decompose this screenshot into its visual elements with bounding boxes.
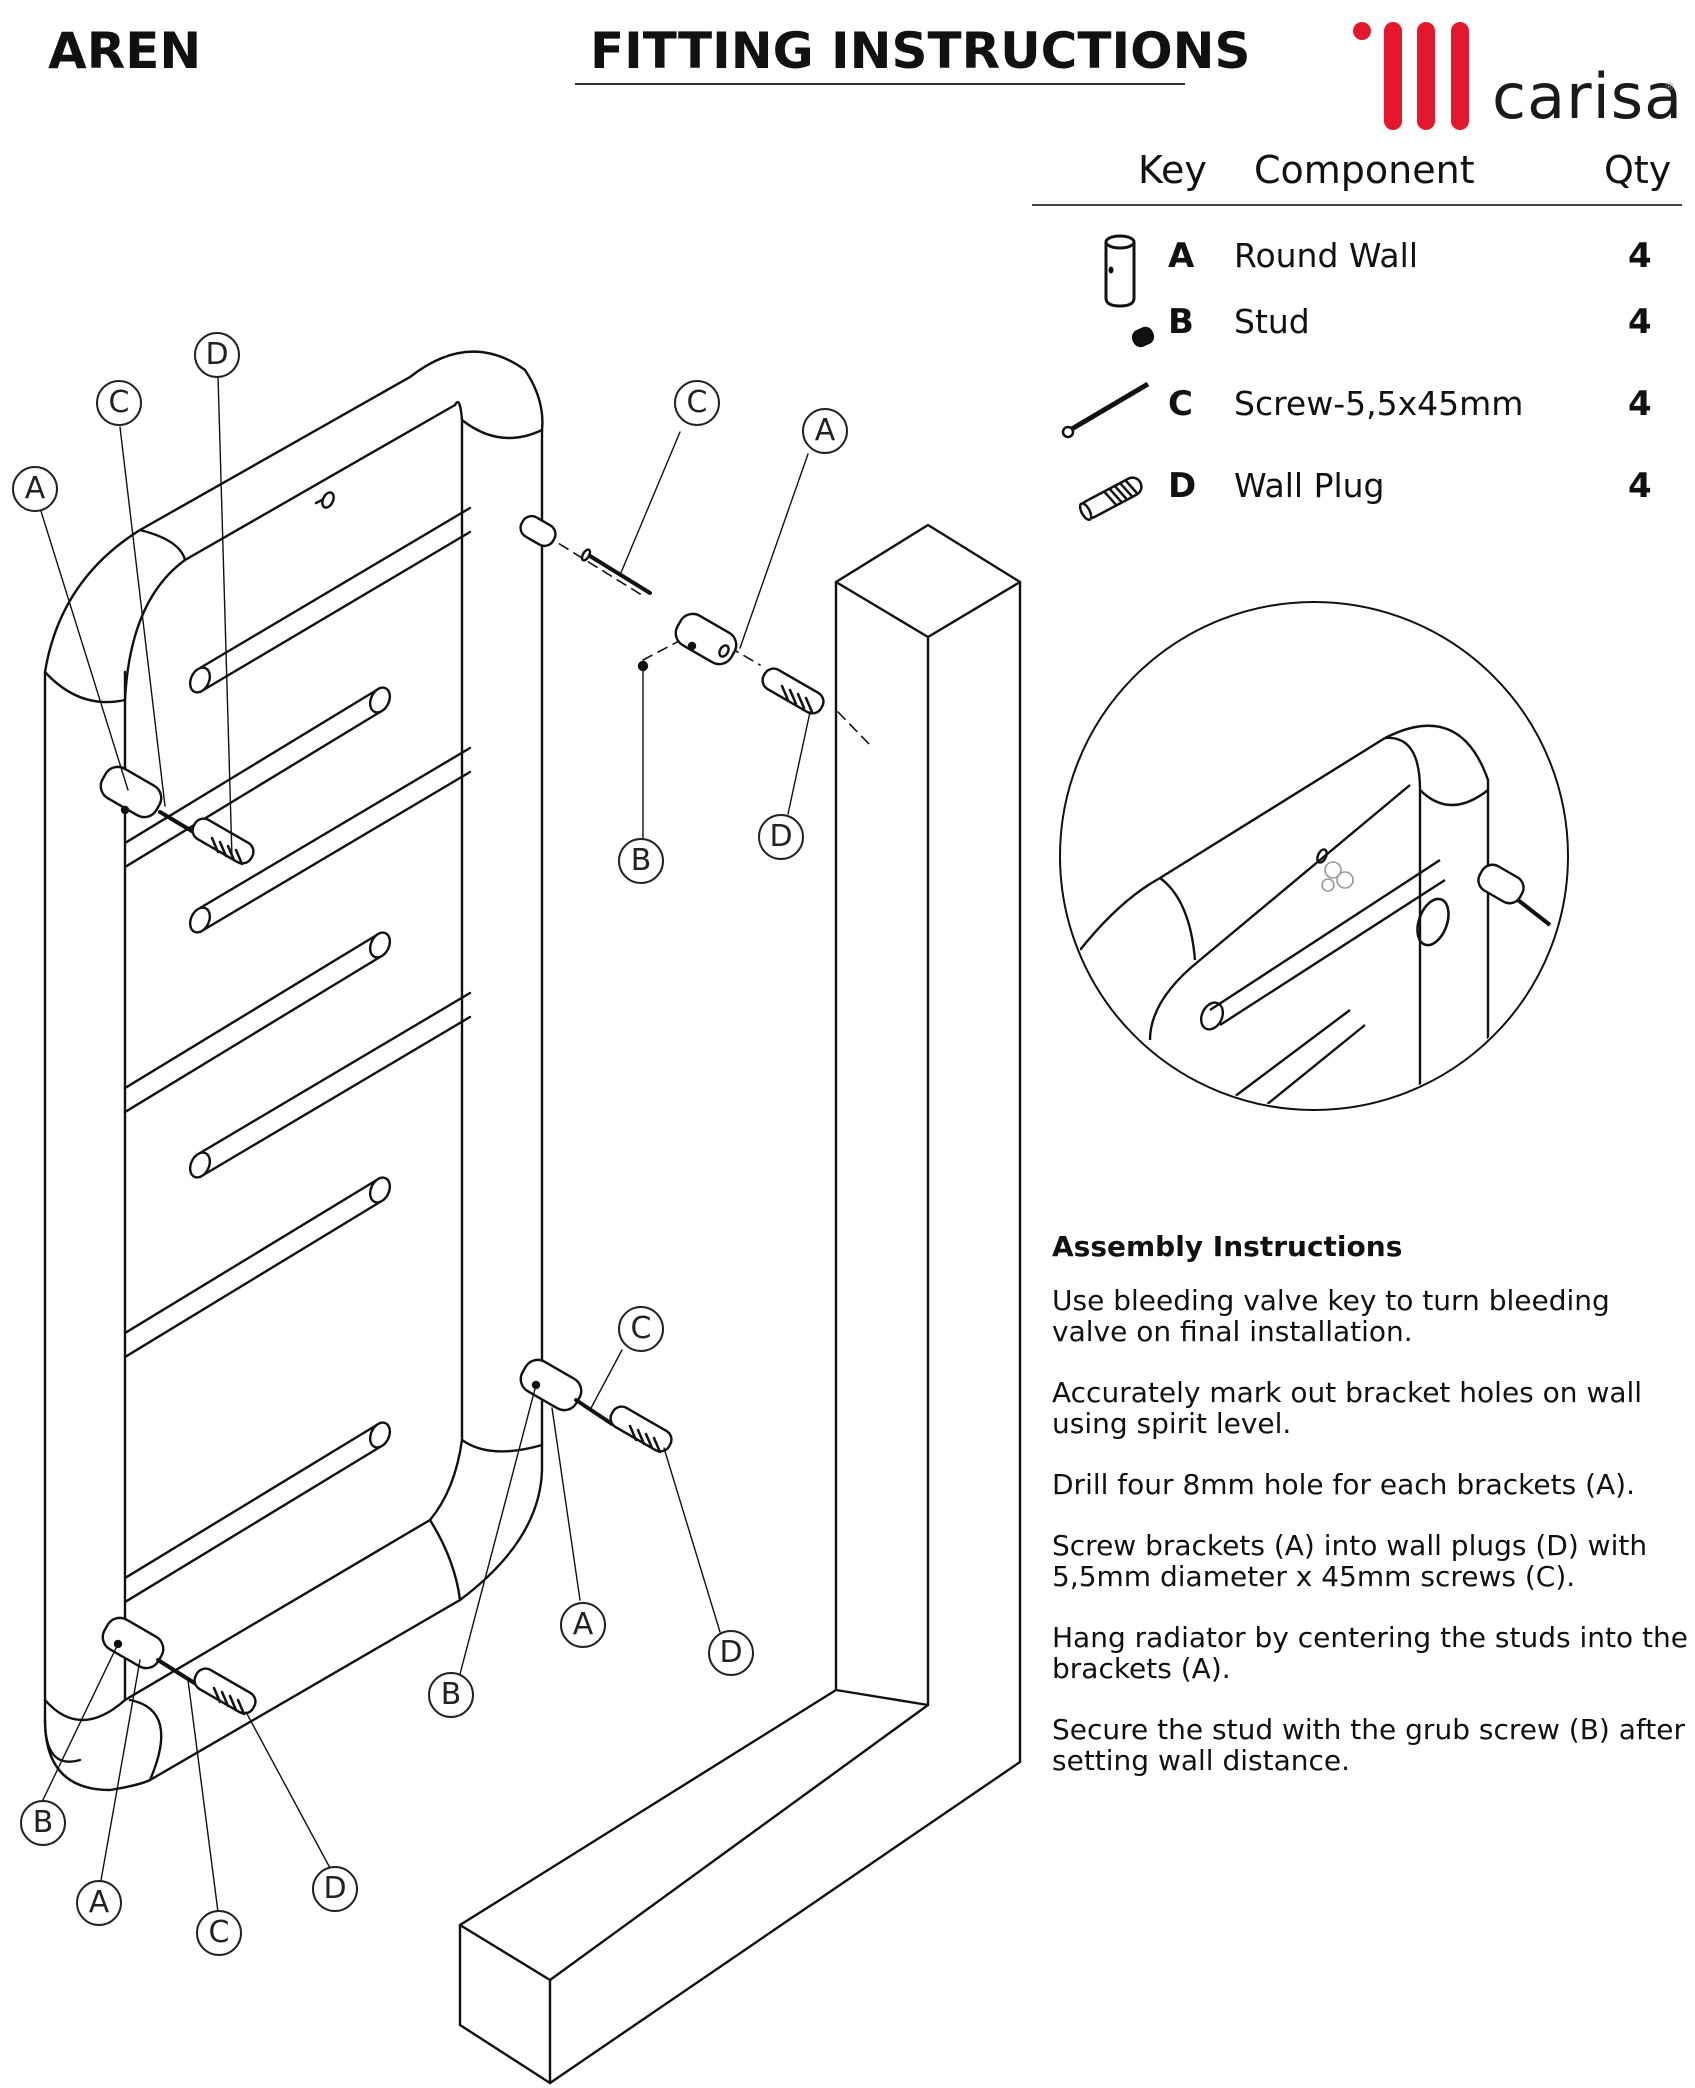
towel-rail bbox=[123, 955, 382, 1114]
round-wall-bracket-icon bbox=[1104, 234, 1136, 308]
instruction-step: Drill four 8mm hole for each brackets (A… bbox=[1052, 1468, 1635, 1501]
instruction-step: Hang radiator by centering the studs int… bbox=[1052, 1621, 1688, 1685]
callout-label: A bbox=[76, 1880, 122, 1926]
screw-icon bbox=[1061, 381, 1150, 439]
towel-rail bbox=[123, 686, 382, 845]
part-key: B bbox=[1168, 302, 1194, 342]
part-qty: 4 bbox=[1628, 236, 1652, 276]
radiator-frame bbox=[43, 350, 544, 1792]
table-row: C Screw-5,5x45mm 4 bbox=[1032, 380, 1682, 440]
part-name: Stud bbox=[1234, 302, 1310, 341]
brand-name: carisa bbox=[1492, 60, 1684, 133]
callout-label: C bbox=[96, 380, 142, 426]
part-key: A bbox=[1168, 236, 1195, 276]
assembly-instructions: Assembly Instructions Use bleeding valve… bbox=[1052, 1230, 1692, 1806]
detail-magnifier bbox=[1059, 601, 1569, 1111]
callout-label: C bbox=[674, 380, 720, 426]
towel-rail bbox=[198, 770, 472, 934]
towel-rail bbox=[198, 1015, 472, 1179]
carisa-logo-mark-icon bbox=[1353, 22, 1469, 130]
callout-label: C bbox=[618, 1306, 664, 1352]
exploded-bracket-assembly bbox=[519, 514, 871, 746]
page-title: FITTING INSTRUCTIONS bbox=[590, 22, 1251, 80]
callout-label: B bbox=[618, 838, 664, 884]
part-qty: 4 bbox=[1628, 302, 1652, 342]
callout-label: D bbox=[758, 814, 804, 860]
bracket-mid-right bbox=[519, 1358, 673, 1454]
instructions-heading: Assembly Instructions bbox=[1052, 1230, 1403, 1263]
towel-rail bbox=[123, 1200, 382, 1359]
column-header-key: Key bbox=[1138, 148, 1207, 192]
callout-label: C bbox=[196, 1910, 242, 1956]
part-key: C bbox=[1168, 384, 1193, 424]
part-key: D bbox=[1168, 466, 1197, 506]
column-header-qty: Qty bbox=[1604, 148, 1672, 192]
towel-rail bbox=[368, 1176, 392, 1204]
callout-label: D bbox=[194, 332, 240, 378]
bleeding-valve-icon bbox=[314, 491, 335, 509]
table-row: D Wall Plug 4 bbox=[1032, 462, 1682, 522]
table-divider bbox=[1032, 204, 1682, 206]
instruction-step: Accurately mark out bracket holes on wal… bbox=[1052, 1376, 1643, 1440]
callout-label: A bbox=[12, 466, 58, 512]
towel-rail bbox=[188, 906, 212, 934]
towel-rail bbox=[368, 686, 392, 714]
valve-key-icon bbox=[1321, 861, 1354, 892]
product-name: AREN bbox=[48, 22, 202, 80]
callout-label: B bbox=[428, 1672, 474, 1718]
bracket-upper-left bbox=[99, 765, 255, 866]
towel-rail bbox=[368, 1421, 392, 1449]
title-underline bbox=[575, 83, 1185, 85]
part-qty: 4 bbox=[1628, 466, 1652, 506]
callout-label: B bbox=[20, 1800, 66, 1846]
callout-label: D bbox=[312, 1866, 358, 1912]
table-row: B Stud 4 bbox=[1032, 302, 1682, 362]
registered-mark: ® bbox=[1664, 80, 1675, 93]
table-row: A Round Wall 4 bbox=[1032, 230, 1682, 308]
callout-label: A bbox=[802, 408, 848, 454]
part-name: Round Wall bbox=[1234, 236, 1418, 275]
towel-rail bbox=[368, 931, 392, 959]
callout-label: A bbox=[560, 1602, 606, 1648]
towel-rails bbox=[123, 506, 472, 1604]
towel-rail bbox=[198, 991, 472, 1155]
rotate-arrow-icon bbox=[1416, 897, 1450, 947]
towel-rail bbox=[188, 1151, 212, 1179]
part-name: Wall Plug bbox=[1234, 466, 1385, 505]
wall-profile bbox=[458, 523, 1022, 2085]
wall-plug-icon bbox=[1078, 476, 1143, 521]
part-qty: 4 bbox=[1628, 384, 1652, 424]
leader-lines bbox=[39, 375, 811, 1913]
towel-rail bbox=[198, 530, 472, 694]
towel-rail bbox=[123, 1176, 382, 1335]
towel-rail bbox=[188, 666, 212, 694]
instruction-step: Secure the stud with the grub screw (B) … bbox=[1052, 1713, 1685, 1777]
column-header-component: Component bbox=[1254, 148, 1475, 192]
towel-rail bbox=[198, 506, 472, 670]
bracket-bottom-left bbox=[101, 1616, 257, 1716]
instruction-step: Screw brackets (A) into wall plugs (D) w… bbox=[1052, 1529, 1648, 1593]
towel-rail bbox=[123, 1421, 382, 1580]
towel-rail bbox=[123, 710, 382, 869]
towel-rail bbox=[198, 746, 472, 910]
towel-rail bbox=[123, 931, 382, 1090]
callout-label: D bbox=[708, 1630, 754, 1676]
stud-icon bbox=[1131, 326, 1155, 348]
instruction-step: Use bleeding valve key to turn bleeding … bbox=[1052, 1284, 1610, 1348]
part-name: Screw-5,5x45mm bbox=[1234, 384, 1524, 423]
towel-rail bbox=[123, 1445, 382, 1604]
